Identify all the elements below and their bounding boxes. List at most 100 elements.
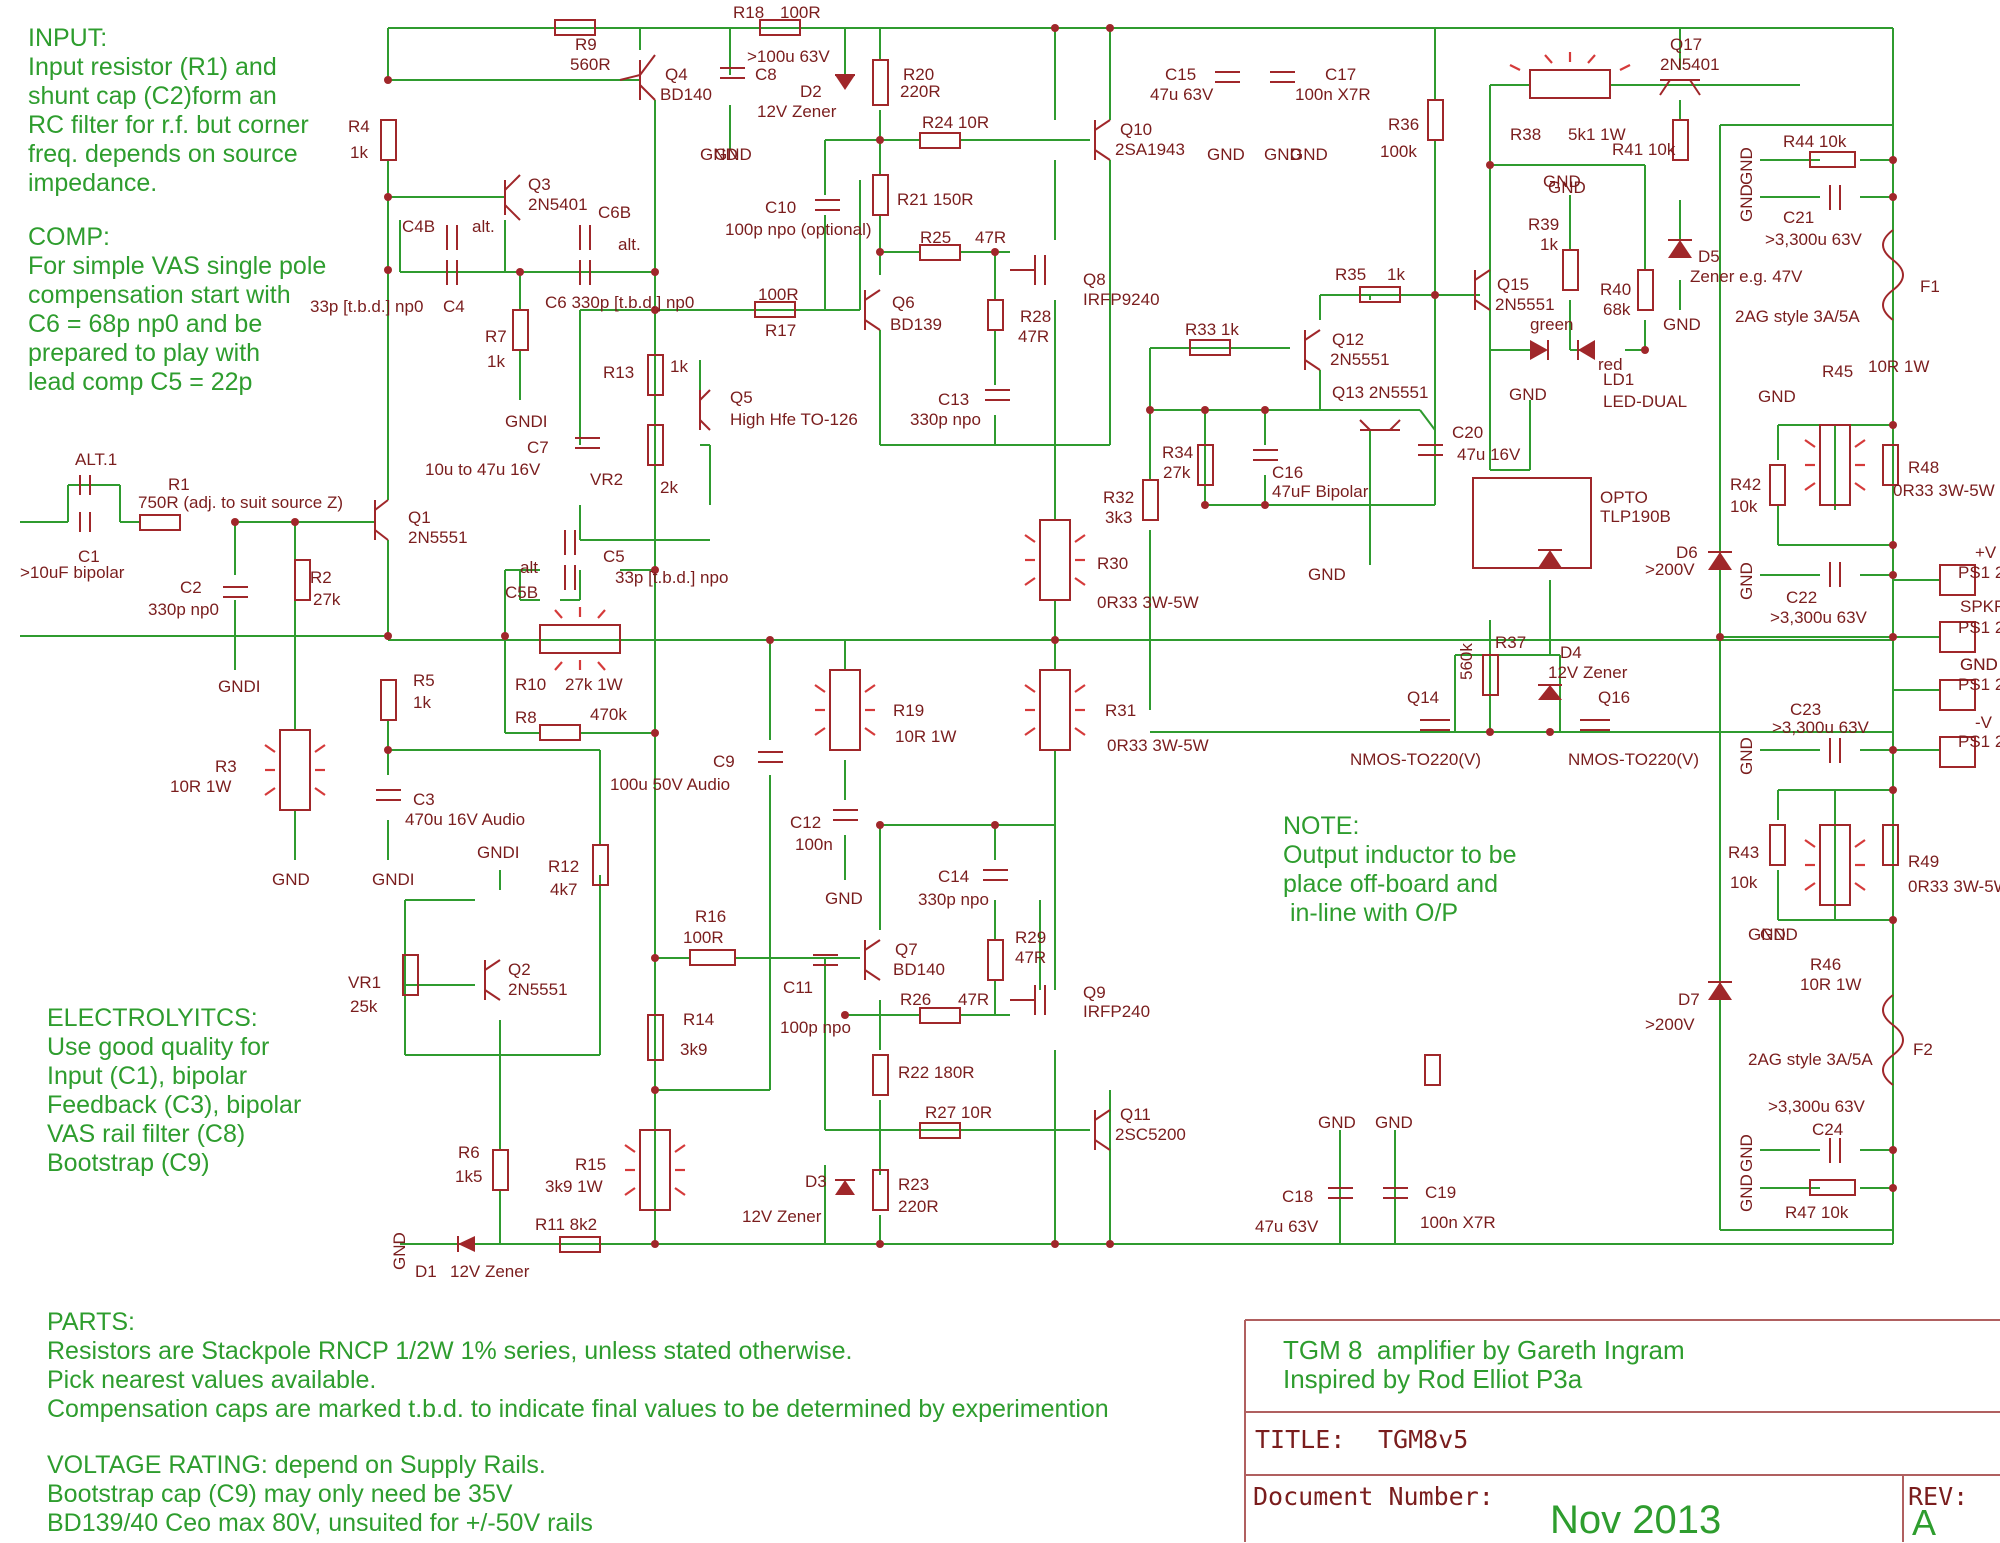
label-c16-value: 47uF Bipolar <box>1272 482 1369 501</box>
label-r11: R11 8k2 <box>535 1215 597 1234</box>
label-f2: F2 <box>1913 1040 1933 1059</box>
label-c13: C13 <box>938 390 969 409</box>
gnd-label-vertical: GND <box>1737 737 1756 775</box>
gnd-label-vertical: GND <box>1737 147 1756 185</box>
label-r43-value: 10k <box>1730 873 1758 892</box>
label-c19-value: 100n X7R <box>1420 1213 1496 1232</box>
label-r26-value: 47R <box>958 990 989 1009</box>
label-vr1-value: 25k <box>350 997 378 1016</box>
label-r2-value: 27k <box>313 590 341 609</box>
label-r42-value: 10k <box>1730 497 1758 516</box>
label-r35: R35 <box>1335 265 1366 284</box>
label-d2-value: 12V Zener <box>757 102 837 121</box>
label-r18-value: 100R <box>780 3 821 22</box>
label-c7: C7 <box>527 438 549 457</box>
label-q4-value: BD140 <box>660 85 712 104</box>
label-r45-value: 10R 1W <box>1868 357 1929 376</box>
label-r17: R17 <box>765 321 796 340</box>
label-q11-value: 2SC5200 <box>1115 1125 1186 1144</box>
title-label: TITLE: <box>1255 1425 1346 1454</box>
label-r46-value: 10R 1W <box>1800 975 1861 994</box>
label-r31-value: 0R33 3W-5W <box>1107 736 1209 755</box>
label-c1-value: >10uF bipolar <box>20 563 125 582</box>
label-r15-value: 3k9 1W <box>545 1177 603 1196</box>
label-d7-value: >200V <box>1645 1015 1695 1034</box>
label-vr2: VR2 <box>590 470 623 489</box>
label-r46: R46 <box>1810 955 1841 974</box>
gnd-label: GND <box>825 889 863 908</box>
voltage-note: VOLTAGE RATING: depend on Supply Rails. … <box>47 1451 593 1537</box>
label-c16: C16 <box>1272 463 1303 482</box>
input-note: INPUT: Input resistor (R1) and shunt cap… <box>28 24 309 197</box>
label-alt1: ALT.1 <box>75 450 117 469</box>
label-c5: C5 <box>603 547 625 566</box>
label-r37-value: 560k <box>1457 643 1476 680</box>
label-q2-value: 2N5551 <box>508 980 568 999</box>
label-r15: R15 <box>575 1155 606 1174</box>
electrolytics-note: ELECTROLYITCS: Use good quality for Inpu… <box>47 1004 302 1177</box>
ps-label: PS1 2 <box>1958 675 2000 694</box>
label-r27: R27 10R <box>925 1103 992 1122</box>
label-r40: R40 <box>1600 280 1631 299</box>
label-alt-b: alt. <box>618 235 641 254</box>
document-date: Nov 2013 <box>1550 1498 1722 1542</box>
label-d5-value: Zener e.g. 47V <box>1690 267 1803 286</box>
label-r9: R9 <box>575 35 597 54</box>
label-d3: D3 <box>805 1172 827 1191</box>
label-q12: Q12 <box>1332 330 1364 349</box>
label-d1: D1 <box>415 1262 437 1281</box>
label-c23: C23 <box>1790 700 1821 719</box>
label-r13-value: 1k <box>670 357 688 376</box>
label-r21: R21 150R <box>897 190 974 209</box>
gnd-label: GND <box>1663 315 1701 334</box>
label-r43: R43 <box>1728 843 1759 862</box>
label-r38: R38 <box>1510 125 1541 144</box>
label-r5-value: 1k <box>413 693 431 712</box>
label-d6: D6 <box>1676 543 1698 562</box>
gndi-label: GNDI <box>505 412 548 431</box>
label-r29: R29 <box>1015 928 1046 947</box>
gndi-label: GNDI <box>477 843 520 862</box>
label-c20-value: 47u 16V <box>1457 445 1521 464</box>
label-c24: C24 <box>1812 1120 1843 1139</box>
label-r31: R31 <box>1105 701 1136 720</box>
label-c6: C6 330p [t.b.d.] np0 <box>545 293 694 312</box>
label-c5-value: 33p [t.b.d.] npo <box>615 568 728 587</box>
label-r45: R45 <box>1822 362 1853 381</box>
label-vr2-value: 2k <box>660 478 678 497</box>
label-c21-value: >3,300u 63V <box>1765 230 1863 249</box>
gnd-label: GND <box>1548 178 1586 197</box>
label-r8-value: 470k <box>590 705 627 724</box>
gnd-label: GND <box>1760 925 1798 944</box>
label-r6: R6 <box>458 1143 480 1162</box>
label-q1: Q1 <box>408 508 431 527</box>
label-r3-value: 10R 1W <box>170 777 231 796</box>
label-r28: R28 <box>1020 307 1051 326</box>
label-r19: R19 <box>893 701 924 720</box>
label-spkr: SPKR <box>1960 597 2000 616</box>
label-c8: C8 <box>755 65 777 84</box>
label-c2-value: 330p np0 <box>148 600 219 619</box>
label-f1-value: 2AG style 3A/5A <box>1735 307 1860 326</box>
component-labels: R18 100R R9 560R Q4 BD140 >100u 63V C8 D… <box>20 3 2000 1281</box>
label-c4b: C4B <box>402 217 435 236</box>
label-r44: R44 10k <box>1783 132 1847 151</box>
label-q8-value: IRFP9240 <box>1083 290 1160 309</box>
label-r30: R30 <box>1097 554 1128 573</box>
label-vminus: -V <box>1975 713 1993 732</box>
label-r10-value: 27k 1W <box>565 675 623 694</box>
label-c15-value: 47u 63V <box>1150 85 1214 104</box>
ps-label: PS1 2 <box>1958 563 2000 582</box>
label-c17: C17 <box>1325 65 1356 84</box>
label-r41: R41 10k <box>1612 140 1676 159</box>
label-q1-value: 2N5551 <box>408 528 468 547</box>
label-c11-value: 100p npo <box>780 1018 851 1037</box>
label-r33: R33 1k <box>1185 320 1239 339</box>
label-vr1: VR1 <box>348 973 381 992</box>
label-q9: Q9 <box>1083 983 1106 1002</box>
label-c12: C12 <box>790 813 821 832</box>
gnd-label: GND <box>1960 655 1998 674</box>
label-opto-value: TLP190B <box>1600 507 1671 526</box>
label-r5: R5 <box>413 671 435 690</box>
gndi-label: GNDI <box>218 677 261 696</box>
